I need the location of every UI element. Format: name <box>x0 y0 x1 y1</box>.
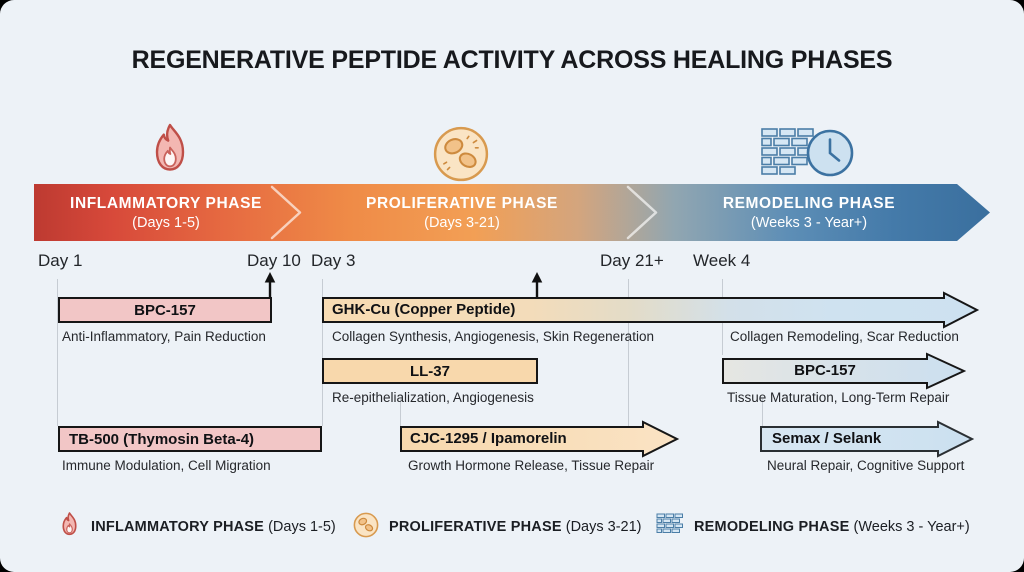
legend-phase-name: PROLIFERATIVE PHASE <box>389 519 562 535</box>
bar-semax-selank <box>760 420 975 463</box>
legend-phase-range: (Days 3-21) <box>565 519 642 535</box>
gridline-semax-start <box>762 399 763 426</box>
bar-label: GHK-Cu (Copper Peptide) <box>332 301 516 318</box>
phase-name: REMODELING PHASE <box>722 194 896 212</box>
page-title: REGENERATIVE PEPTIDE ACTIVITY ACROSS HEA… <box>131 46 893 74</box>
bar-description: Collagen Synthesis, Angiogenesis, Skin R… <box>332 329 654 344</box>
bricks-icon <box>656 513 684 542</box>
bar-bpc157-inflammatory: BPC-157 <box>58 297 272 323</box>
bar-description: Tissue Maturation, Long-Term Repair <box>727 390 950 405</box>
bar-label: BPC-157 <box>134 301 196 319</box>
legend-phase-name: INFLAMMATORY PHASE <box>91 519 265 535</box>
legend-label: INFLAMMATORY PHASE (Days 1-5) <box>91 519 336 535</box>
up-arrow-icon <box>263 272 277 302</box>
gridline-day21 <box>628 279 629 429</box>
timeline-label-day10: Day 10 <box>247 251 301 270</box>
phase-banner: INFLAMMATORY PHASE (Days 1-5) PROLIFERAT… <box>34 184 990 241</box>
timeline-label-week4: Week 4 <box>693 251 751 270</box>
bar-label: BPC-157 <box>794 362 856 379</box>
bar-ghk-cu <box>322 291 980 334</box>
cell-icon <box>432 125 490 188</box>
bar-description: Growth Hormone Release, Tissue Repair <box>408 458 655 473</box>
bar-label: Semax / Selank <box>772 430 882 447</box>
bar-bpc157-remodeling <box>722 352 967 395</box>
timeline-label-day21: Day 21+ <box>600 251 664 270</box>
banner-phase-inflammatory: INFLAMMATORY PHASE (Days 1-5) <box>46 184 286 241</box>
legend-item-remodeling: REMODELING PHASE (Weeks 3 - Year+) <box>656 511 970 543</box>
bar-tb500: TB-500 (Thymosin Beta-4) <box>58 426 322 452</box>
bar-ll37: LL-37 <box>322 358 538 384</box>
cell-icon <box>353 512 379 543</box>
bar-cjc1295-ipamorelin <box>400 420 680 463</box>
legend-label: PROLIFERATIVE PHASE (Days 3-21) <box>389 519 642 535</box>
legend-phase-range: (Days 1-5) <box>268 519 336 535</box>
legend-phase-range: (Weeks 3 - Year+) <box>853 519 970 535</box>
bar-label: LL-37 <box>409 362 450 380</box>
up-arrow-icon <box>530 272 544 302</box>
phase-divider-chevrons <box>34 184 990 241</box>
timeline-label-day1: Day 1 <box>38 251 83 270</box>
flame-icon <box>146 122 194 183</box>
gridline-day1 <box>57 279 58 426</box>
phase-range: (Days 1-5) <box>132 214 200 231</box>
phase-name: PROLIFERATIVE PHASE <box>366 194 558 212</box>
banner-phase-remodeling: REMODELING PHASE (Weeks 3 - Year+) <box>684 184 934 241</box>
gridline-cjc-start <box>400 399 401 426</box>
banner-phase-proliferative: PROLIFERATIVE PHASE (Days 3-21) <box>342 184 582 241</box>
bar-description: Anti-Inflammatory, Pain Reduction <box>62 329 266 344</box>
phase-range: (Days 3-21) <box>424 214 500 231</box>
flame-icon <box>58 511 81 544</box>
phase-name: INFLAMMATORY PHASE <box>70 194 262 212</box>
legend-item-inflammatory: INFLAMMATORY PHASE (Days 1-5) <box>58 511 336 543</box>
bricks-clock-icon <box>760 127 856 184</box>
bar-label: TB-500 (Thymosin Beta-4) <box>69 430 255 448</box>
legend-phase-name: REMODELING PHASE <box>694 519 850 535</box>
legend-label: REMODELING PHASE (Weeks 3 - Year+) <box>694 519 970 535</box>
bar-description: Re-epithelialization, Angiogenesis <box>332 390 534 405</box>
bar-description: Collagen Remodeling, Scar Reduction <box>730 329 959 344</box>
bar-label: CJC-1295 / Ipamorelin <box>410 430 567 447</box>
timeline-label-day3: Day 3 <box>311 251 356 270</box>
bar-description: Neural Repair, Cognitive Support <box>767 458 965 473</box>
phase-range: (Weeks 3 - Year+) <box>750 214 868 231</box>
bar-description: Immune Modulation, Cell Migration <box>62 458 271 473</box>
gridline-day3 <box>322 279 323 426</box>
legend-item-proliferative: PROLIFERATIVE PHASE (Days 3-21) <box>353 511 642 543</box>
